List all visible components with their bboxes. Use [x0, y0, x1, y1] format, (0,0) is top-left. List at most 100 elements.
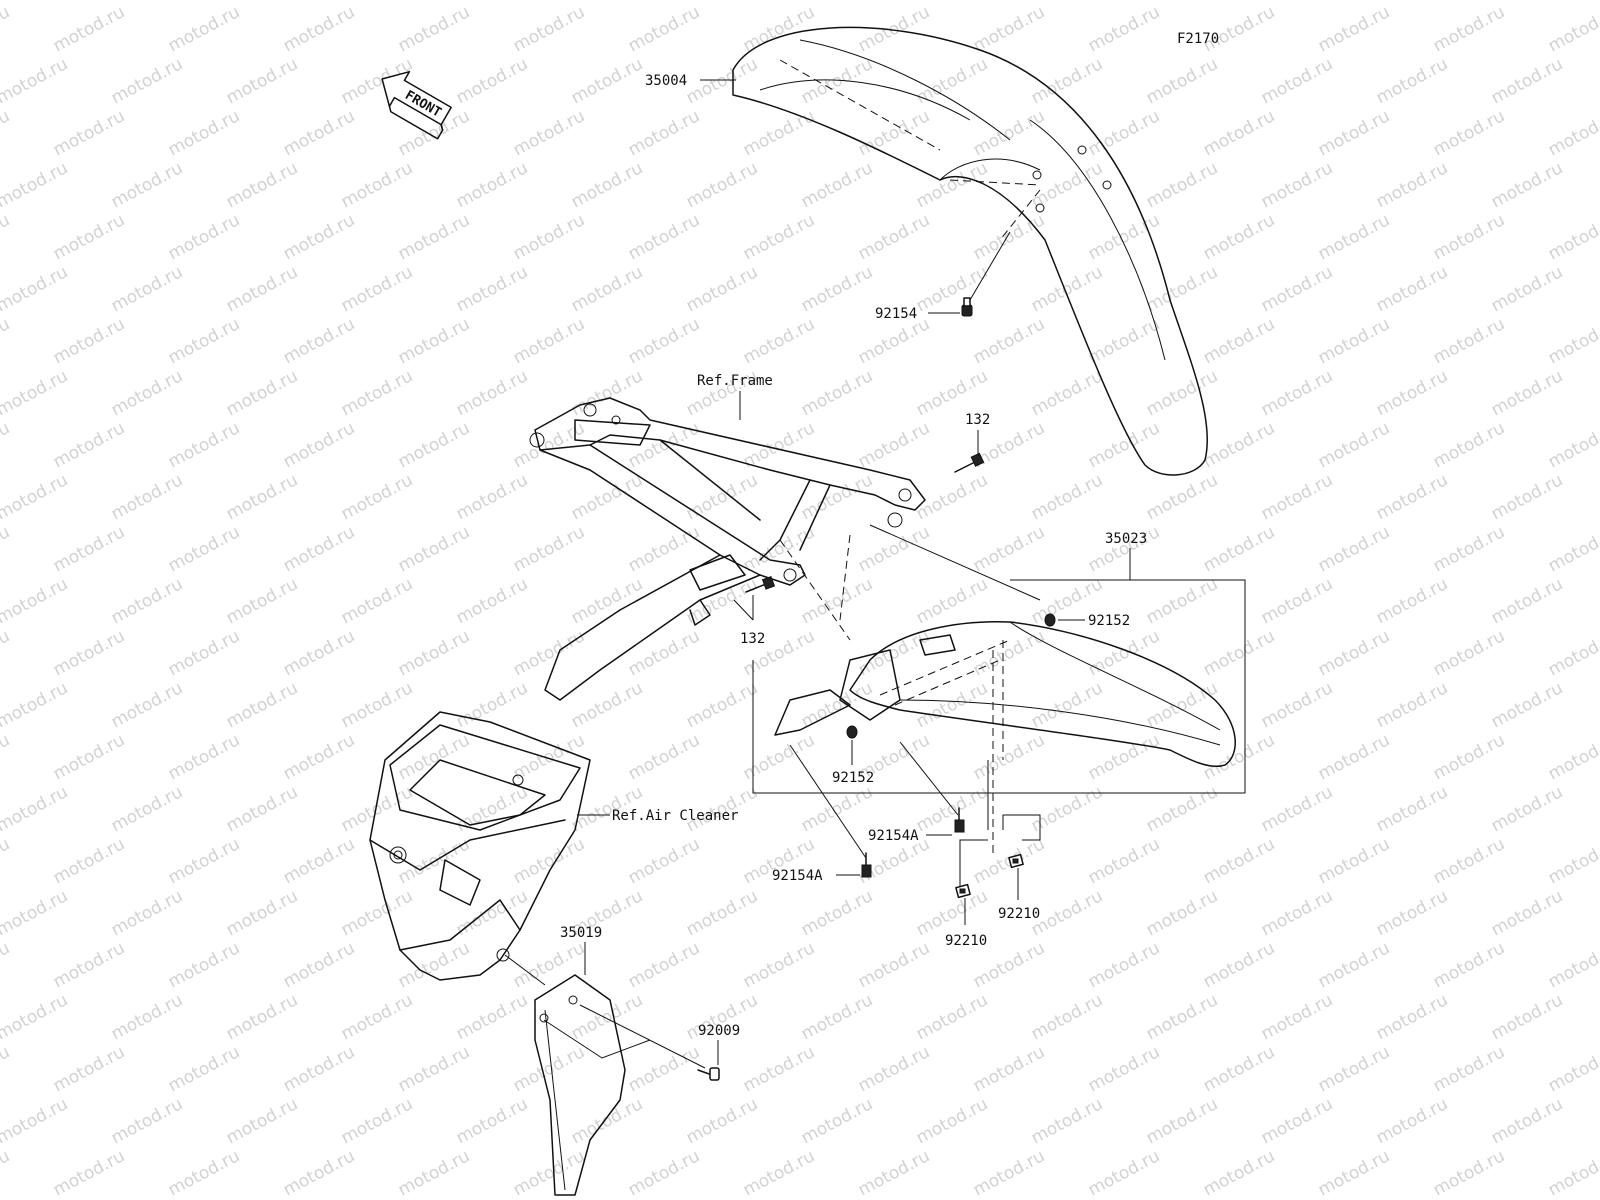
- watermark-text: motod.ru: [1488, 0, 1566, 4]
- watermark-text: motod.ru: [395, 522, 473, 576]
- frame-subframe: [529, 397, 926, 701]
- watermark-text: motod.ru: [1373, 678, 1451, 732]
- watermark-text: motod.ru: [0, 678, 71, 732]
- watermark-text: motod.ru: [1373, 886, 1451, 940]
- watermark-text: motod.ru: [395, 730, 473, 784]
- watermark-text: motod.ru: [280, 210, 358, 264]
- watermark-text: motod.ru: [0, 470, 71, 524]
- watermark-text: motod.ru: [1545, 626, 1600, 680]
- watermark-text: motod.ru: [50, 730, 128, 784]
- collar-92152-right[interactable]: [1044, 613, 1056, 627]
- watermark-text: motod.ru: [453, 262, 531, 316]
- label-35004: 35004: [645, 73, 687, 89]
- watermark-text: motod.ru: [855, 522, 933, 576]
- watermark-text: motod.ru: [740, 522, 818, 576]
- bolt-132-lower[interactable]: [745, 575, 776, 593]
- watermark-text: motod.ru: [0, 158, 71, 212]
- watermark-text: motod.ru: [1373, 158, 1451, 212]
- nut-92210-right[interactable]: [1008, 853, 1024, 869]
- watermark-text: motod.ru: [453, 470, 531, 524]
- watermark-text: motod.ru: [855, 106, 933, 160]
- collar-92152-left[interactable]: [846, 725, 858, 739]
- watermark-text: motod.ru: [453, 158, 531, 212]
- watermark-text: motod.ru: [1200, 314, 1278, 368]
- watermark-text: motod.ru: [280, 418, 358, 472]
- watermark-text: motod.ru: [1085, 418, 1163, 472]
- watermark-text: motod.ru: [108, 886, 186, 940]
- watermark-text: motod.ru: [338, 678, 416, 732]
- watermark-text: motod.ru: [510, 626, 588, 680]
- watermark-text: motod.ru: [1545, 730, 1600, 784]
- watermark-text: motod.ru: [0, 314, 13, 368]
- watermark-text: motod.ru: [280, 2, 358, 56]
- watermark-text: motod.ru: [1315, 314, 1393, 368]
- watermark-text: motod.ru: [683, 470, 761, 524]
- watermark-text: motod.ru: [1200, 522, 1278, 576]
- watermark-text: motod.ru: [108, 158, 186, 212]
- front-fender[interactable]: [732, 26, 1209, 476]
- watermark-text: motod.ru: [1373, 262, 1451, 316]
- watermark-text: motod.ru: [913, 158, 991, 212]
- watermark-text: motod.ru: [1373, 574, 1451, 628]
- watermark-text: motod.ru: [1488, 678, 1566, 732]
- bolt-92154[interactable]: [961, 297, 973, 317]
- watermark-text: motod.ru: [1430, 210, 1508, 264]
- watermark-text: motod.ru: [1430, 1146, 1508, 1200]
- bolt-92009[interactable]: [697, 1067, 720, 1081]
- bolt-132-upper[interactable]: [954, 452, 985, 473]
- watermark-text: motod.ru: [683, 54, 761, 108]
- watermark-text: motod.ru: [1028, 366, 1106, 420]
- watermark-text: motod.ru: [108, 54, 186, 108]
- watermark-text: motod.ru: [1373, 0, 1451, 4]
- watermark-text: motod.ru: [683, 0, 761, 4]
- watermark-text: motod.ru: [280, 730, 358, 784]
- watermark-text: motod.ru: [683, 158, 761, 212]
- watermark-text: motod.ru: [223, 990, 301, 1044]
- watermark-text: motod.ru: [1085, 210, 1163, 264]
- watermark-text: motod.ru: [338, 574, 416, 628]
- watermark-text: motod.ru: [453, 366, 531, 420]
- watermark-text: motod.ru: [165, 418, 243, 472]
- watermark-text: motod.ru: [625, 106, 703, 160]
- watermark-text: motod.ru: [0, 1042, 13, 1096]
- watermark-text: motod.ru: [798, 886, 876, 940]
- watermark-text: motod.ru: [50, 210, 128, 264]
- mud-flap[interactable]: [534, 974, 626, 1196]
- watermark-text: motod.ru: [395, 938, 473, 992]
- bolt-92154a-lower[interactable]: [861, 852, 872, 878]
- watermark-text: motod.ru: [108, 470, 186, 524]
- nut-92210-left[interactable]: [955, 883, 971, 899]
- watermark-text: motod.ru: [338, 0, 416, 4]
- label-35023: 35023: [1105, 531, 1147, 547]
- watermark-text: motod.ru: [395, 2, 473, 56]
- watermark-text: motod.ru: [855, 2, 933, 56]
- watermark-text: motod.ru: [165, 210, 243, 264]
- watermark-text: motod.ru: [50, 1146, 128, 1200]
- diagram-code: F2170: [1177, 31, 1219, 47]
- watermark-text: motod.ru: [1430, 1042, 1508, 1096]
- watermark-text: motod.ru: [165, 1146, 243, 1200]
- watermark-text: motod.ru: [1028, 990, 1106, 1044]
- bolt-92154a-upper[interactable]: [954, 807, 965, 833]
- watermark-text: motod.ru: [568, 470, 646, 524]
- watermark-text: motod.ru: [1315, 834, 1393, 888]
- rear-fender[interactable]: [774, 621, 1236, 767]
- watermark-text: motod.ru: [1258, 0, 1336, 4]
- watermark-text: motod.ru: [1488, 886, 1566, 940]
- watermark-text: motod.ru: [1545, 106, 1600, 160]
- watermark-text: motod.ru: [108, 574, 186, 628]
- watermark-text: motod.ru: [798, 366, 876, 420]
- watermark-text: motod.ru: [280, 1042, 358, 1096]
- watermark-text: motod.ru: [453, 678, 531, 732]
- watermark-text: motod.ru: [1143, 158, 1221, 212]
- watermark-text: motod.ru: [740, 730, 818, 784]
- watermark-text: motod.ru: [568, 1094, 646, 1148]
- watermark-text: motod.ru: [625, 522, 703, 576]
- watermark-text: motod.ru: [108, 0, 186, 4]
- watermark-text: motod.ru: [0, 106, 13, 160]
- watermark-text: motod.ru: [1200, 626, 1278, 680]
- watermark-text: motod.ru: [338, 990, 416, 1044]
- watermark-text: motod.ru: [1373, 470, 1451, 524]
- label-92152-right: 92152: [1088, 613, 1130, 629]
- watermark-text: motod.ru: [855, 210, 933, 264]
